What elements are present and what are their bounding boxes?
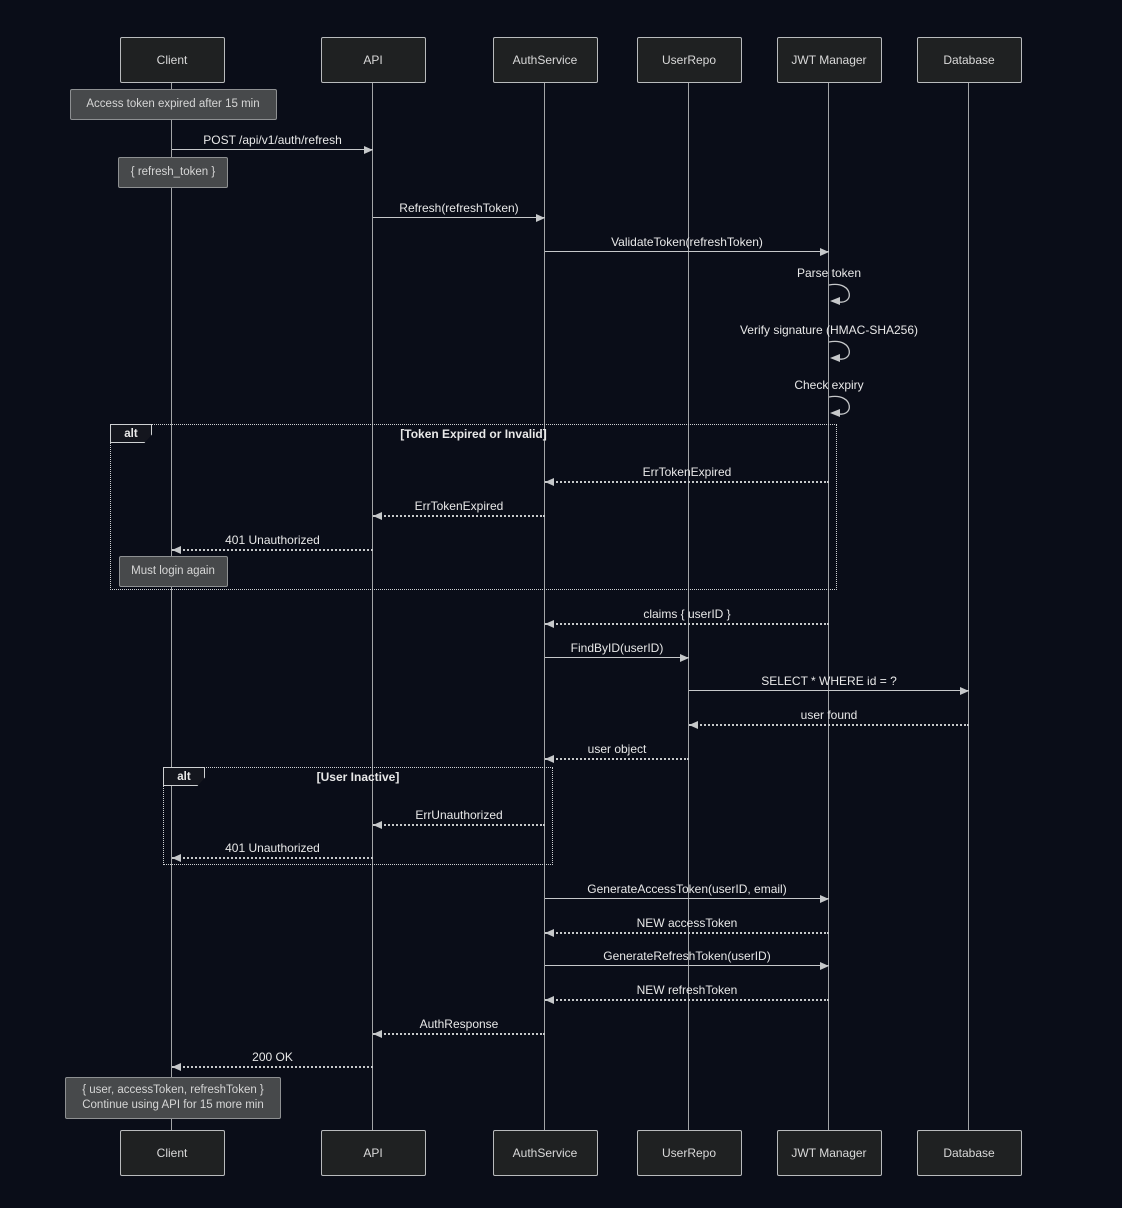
message-14-arrowhead [545,754,554,763]
message-14-label: user object [587,742,647,756]
message-7-label: ErrTokenExpired [642,465,732,479]
participant-database-top: Database [916,37,1022,83]
note-line: Continue using API for 15 more min [82,1099,264,1111]
message-19-label: GenerateRefreshToken(userID) [603,949,771,963]
lifeline-client [171,83,173,1130]
message-5-self-loop-arrow [828,340,850,362]
message-13-line [689,724,969,726]
message-22-label: 200 OK [252,1050,293,1064]
message-9-arrowhead [172,545,181,554]
participant-jwt-manager-top: JWT Manager [776,37,882,83]
message-10-arrowhead [545,619,554,628]
message-6-label: Check expiry [794,378,864,392]
message-1-line [172,149,373,150]
message-3-label: ValidateToken(refreshToken) [611,235,763,249]
note-2: { refresh_token } [118,157,228,188]
message-15-label: ErrUnauthorized [415,808,503,822]
message-15-arrowhead [373,820,382,829]
message-22-line [172,1066,373,1068]
message-8-label: ErrTokenExpired [414,499,504,513]
note-line: Access token expired after 15 min [86,98,260,110]
lifeline-api [372,83,374,1130]
message-14-line [545,758,689,760]
message-19-line [545,965,829,966]
lifeline-authservice [544,83,546,1130]
message-6-self-loop-arrow [828,395,850,417]
message-8-line [373,515,545,517]
alt-frame-label-1: alt [110,424,152,443]
participant-client-top: Client [119,37,225,83]
message-18-arrowhead [545,928,554,937]
message-3-line [545,251,829,252]
participant-authservice-top: AuthService [492,37,598,83]
message-16-line [172,857,373,859]
message-7-arrowhead [545,477,554,486]
participant-userrepo-bottom: UserRepo [636,1130,742,1176]
participant-client-bottom: Client [119,1130,225,1176]
participant-database-bottom: Database [916,1130,1022,1176]
message-22-arrowhead [172,1062,181,1071]
alt-frame-1 [110,424,837,590]
lifeline-database [968,83,970,1130]
message-21-arrowhead [373,1029,382,1038]
message-15-line [373,824,545,826]
message-3-arrowhead [820,247,829,256]
message-12-line [689,690,969,691]
message-2-label: Refresh(refreshToken) [399,201,519,215]
lifeline-jwt-manager [828,83,830,1130]
message-1-label: POST /api/v1/auth/refresh [203,133,342,147]
message-12-arrowhead [960,686,969,695]
note-1: Access token expired after 15 min [69,89,277,120]
message-9-label: 401 Unauthorized [225,533,320,547]
message-17-label: GenerateAccessToken(userID, email) [587,882,787,896]
message-19-arrowhead [820,961,829,970]
message-11-line [545,657,689,658]
message-1-arrowhead [364,145,373,154]
alt-frame-guard-1: [Token Expired or Invalid] [400,427,547,441]
note-line: { user, accessToken, refreshToken } [82,1084,264,1096]
message-13-label: user found [800,708,858,722]
note-3: Must login again [118,556,228,587]
message-4-label: Parse token [796,266,862,280]
message-13-arrowhead [689,720,698,729]
note-4: { user, accessToken, refreshToken } Conti… [65,1077,281,1119]
message-5-label: Verify signature (HMAC-SHA256) [739,323,919,337]
participant-api-bottom: API [320,1130,426,1176]
message-17-line [545,898,829,899]
message-2-arrowhead [536,213,545,222]
participant-jwt-manager-bottom: JWT Manager [776,1130,882,1176]
message-10-label: claims { userID } [643,607,731,621]
message-4-self-loop-arrow [828,283,850,305]
message-20-arrowhead [545,995,554,1004]
message-2-line [373,217,545,218]
message-16-label: 401 Unauthorized [225,841,320,855]
message-12-label: SELECT * WHERE id = ? [761,674,897,688]
alt-frame-2 [163,767,553,865]
message-21-line [373,1033,545,1035]
message-18-label: NEW accessToken [636,916,738,930]
note-line: Must login again [131,565,215,577]
alt-frame-label-2: alt [163,767,205,786]
message-8-arrowhead [373,511,382,520]
lifeline-userrepo [688,83,690,1130]
message-20-line [545,999,829,1001]
note-line: { refresh_token } [130,166,216,178]
message-21-label: AuthResponse [419,1017,499,1031]
alt-frame-guard-2: [User Inactive] [316,770,400,784]
message-18-line [545,932,829,934]
message-11-label: FindByID(userID) [570,641,664,655]
participant-authservice-bottom: AuthService [492,1130,598,1176]
message-16-arrowhead [172,853,181,862]
participant-api-top: API [320,37,426,83]
message-9-line [172,549,373,551]
message-17-arrowhead [820,894,829,903]
participant-userrepo-top: UserRepo [636,37,742,83]
message-10-line [545,623,829,625]
message-7-line [545,481,829,483]
message-11-arrowhead [680,653,689,662]
message-20-label: NEW refreshToken [636,983,738,997]
